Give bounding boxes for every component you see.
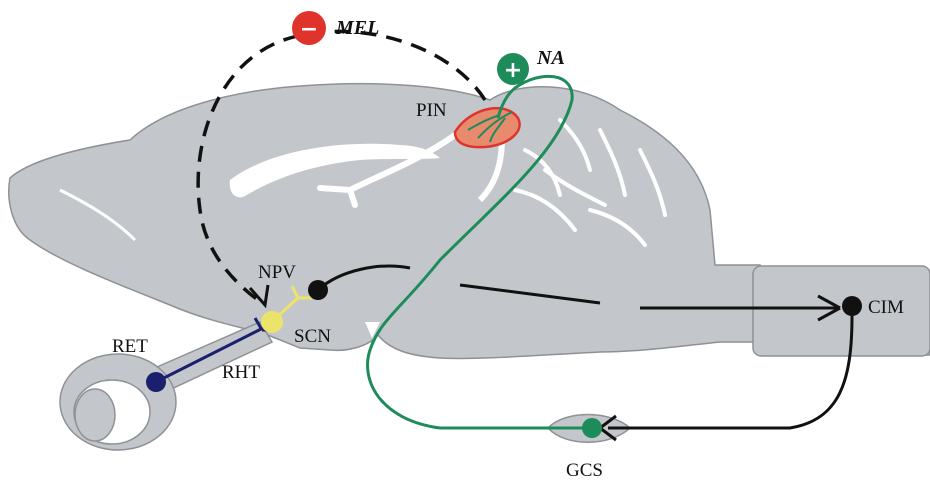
label-gcs: GCS bbox=[566, 460, 603, 481]
label-npv: NPV bbox=[258, 262, 296, 283]
minus-sign: − bbox=[300, 17, 318, 42]
cim-node bbox=[842, 296, 862, 316]
label-ret: RET bbox=[112, 336, 148, 357]
label-pin: PIN bbox=[416, 100, 447, 121]
label-cim: CIM bbox=[868, 297, 904, 318]
plus-sign: + bbox=[504, 58, 522, 83]
label-scn: SCN bbox=[294, 326, 331, 347]
label-rht: RHT bbox=[222, 362, 260, 383]
lens bbox=[75, 389, 115, 441]
label-mel: MEL bbox=[335, 17, 379, 39]
label-na: NA bbox=[536, 47, 565, 69]
minus-badge: − bbox=[292, 11, 326, 45]
plus-badge: + bbox=[497, 53, 529, 85]
ret-node bbox=[146, 372, 166, 392]
